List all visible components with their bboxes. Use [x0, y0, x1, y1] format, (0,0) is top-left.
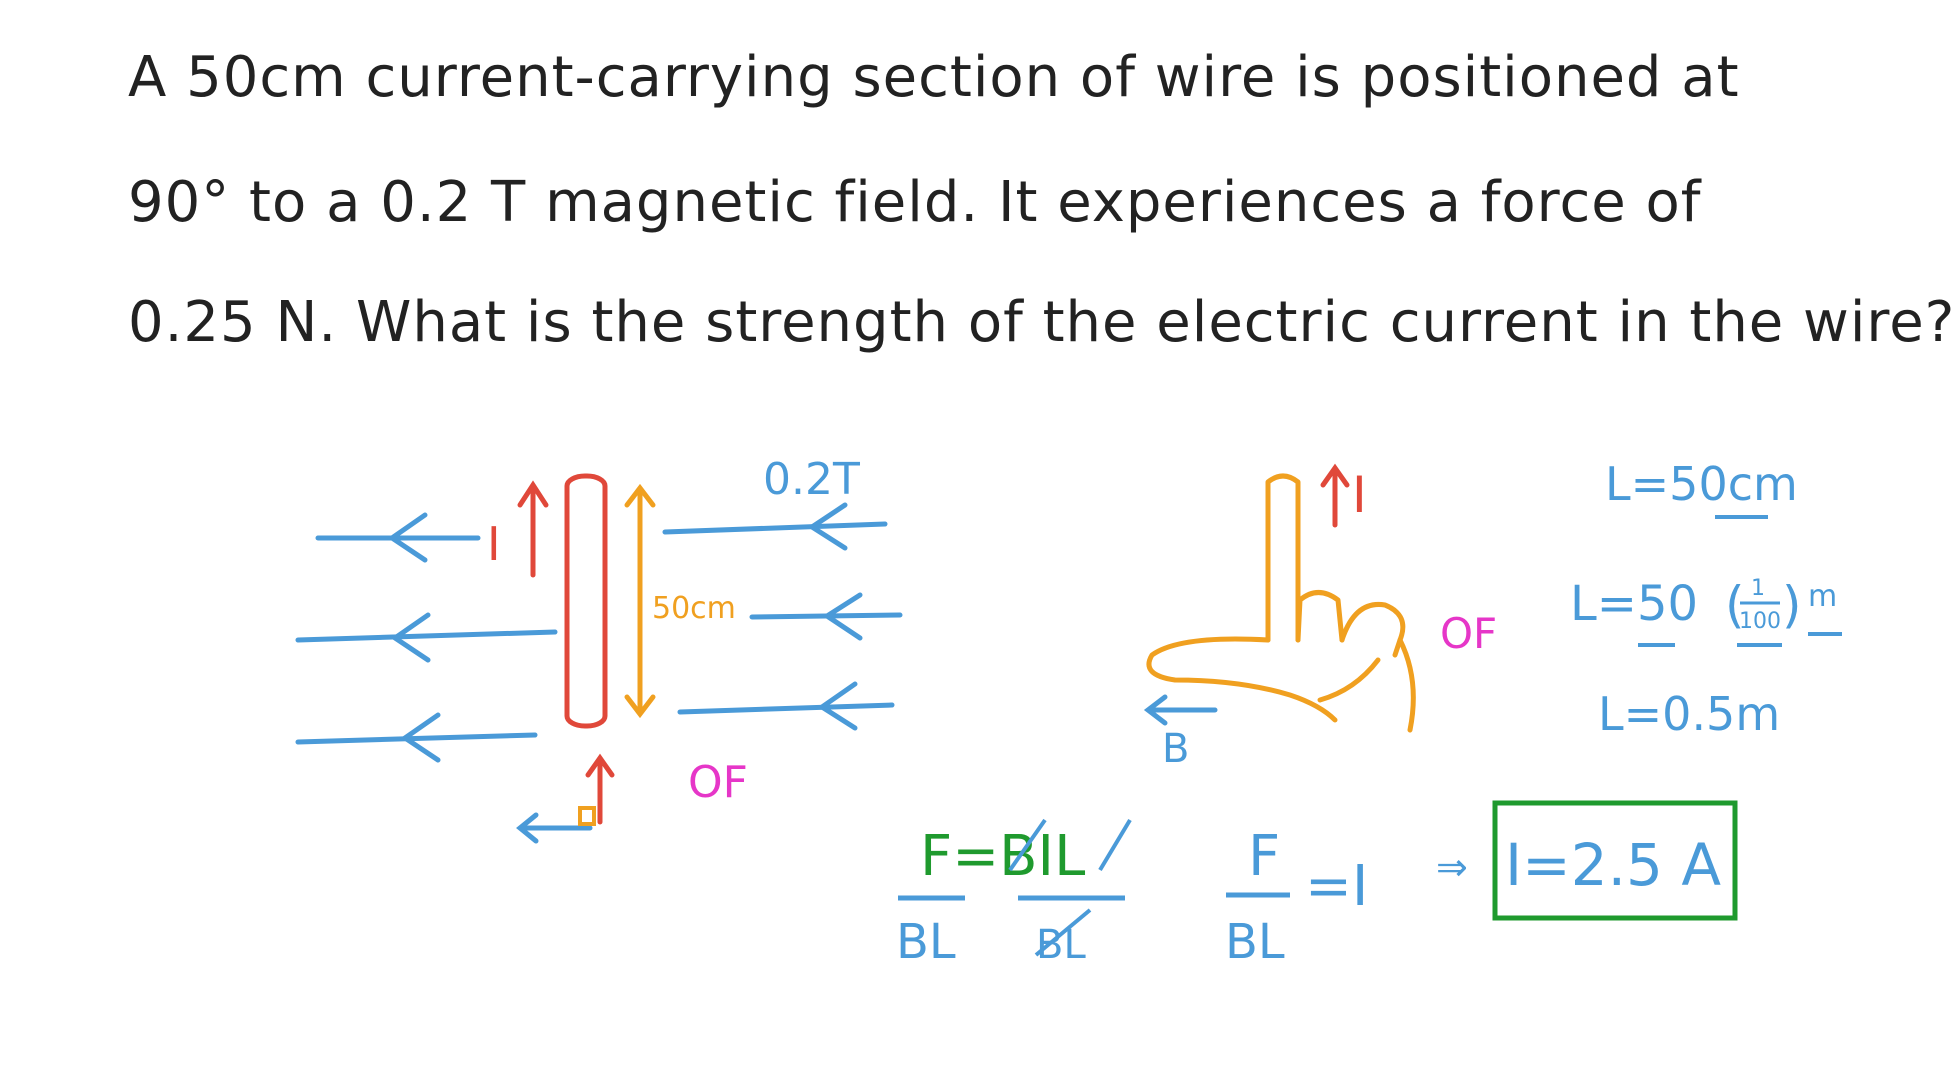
force-label: OF — [688, 757, 748, 808]
length-arrow — [624, 483, 656, 719]
conversion-close-paren: ) — [1782, 576, 1802, 634]
hand-drawing — [1146, 473, 1416, 733]
equation-divisor-right: BL — [1036, 922, 1086, 968]
field-line-right-1 — [662, 521, 888, 535]
question-line-3: 0.25 N. What is the strength of the elec… — [128, 290, 1955, 355]
field-line-right-3 — [677, 702, 895, 715]
cancel-mark-denominator — [1034, 908, 1092, 957]
wire — [517, 473, 608, 729]
equation-force: F=BIL — [920, 824, 1085, 889]
given-length-cm: L=50cm — [1605, 457, 1798, 511]
field-strength-label: 0.2T — [763, 454, 860, 505]
equation-divisor-left: BL — [896, 914, 956, 970]
conversion-frac-den: 100 — [1739, 609, 1781, 634]
magnetic-field-lines — [295, 502, 903, 763]
question-line-1: A 50cm current-carrying section of wire … — [128, 45, 1740, 110]
given-length-m: L=0.5m — [1598, 687, 1780, 741]
rearranged-force: F — [1248, 824, 1280, 889]
length-label: 50cm — [652, 591, 736, 626]
hand-index-finger — [1146, 636, 1338, 723]
current-label: I — [487, 517, 501, 571]
conversion-open-paren: ( — [1725, 576, 1745, 634]
current-arrowhead — [517, 480, 549, 508]
hand-fold — [1317, 657, 1381, 703]
conversion-frac-num: 1 — [1751, 576, 1765, 601]
field-arrowhead-left-2 — [390, 612, 431, 663]
hand-finger-2 — [1295, 590, 1345, 643]
field-arrowhead-right-3 — [817, 681, 858, 731]
force-direction-axes — [516, 753, 615, 844]
field-arrowhead-left-1 — [387, 512, 428, 563]
field-arrowhead-right-1 — [807, 502, 848, 551]
wire-body — [564, 473, 608, 729]
field-line-left-2 — [295, 629, 558, 643]
answer-box — [1492, 800, 1738, 921]
length-arrowhead-bottom — [624, 694, 656, 719]
hand-current-arrow — [1320, 463, 1350, 528]
right-angle-marker — [578, 806, 596, 826]
conversion-unit: m — [1808, 579, 1837, 614]
field-arrowhead-left-3 — [400, 712, 441, 763]
cancel-mark-b — [1008, 818, 1047, 872]
hand-force-label: OF — [1440, 609, 1497, 658]
hand-field-label: B — [1162, 726, 1189, 772]
rearranged-divisor: BL — [1225, 914, 1285, 970]
given-length-conversion: L=50 — [1570, 576, 1698, 632]
field-line-left-3 — [295, 732, 538, 745]
implies-arrow: ⇒ — [1436, 845, 1468, 889]
rearranged-result: =I — [1305, 854, 1368, 919]
hand-finger-3 — [1339, 601, 1406, 658]
hand-palm-edge — [1397, 637, 1416, 733]
hand-thumb — [1265, 473, 1301, 643]
hand-field-arrow — [1143, 694, 1218, 726]
question-line-2: 90° to a 0.2 T magnetic field. It experi… — [128, 170, 1702, 235]
length-arrowhead-top — [624, 483, 656, 508]
hand-current-label: I — [1352, 466, 1367, 524]
answer-text: I=2.5 A — [1505, 831, 1721, 899]
field-arrowhead-right-2 — [822, 592, 863, 641]
cancel-mark-l — [1098, 818, 1132, 872]
